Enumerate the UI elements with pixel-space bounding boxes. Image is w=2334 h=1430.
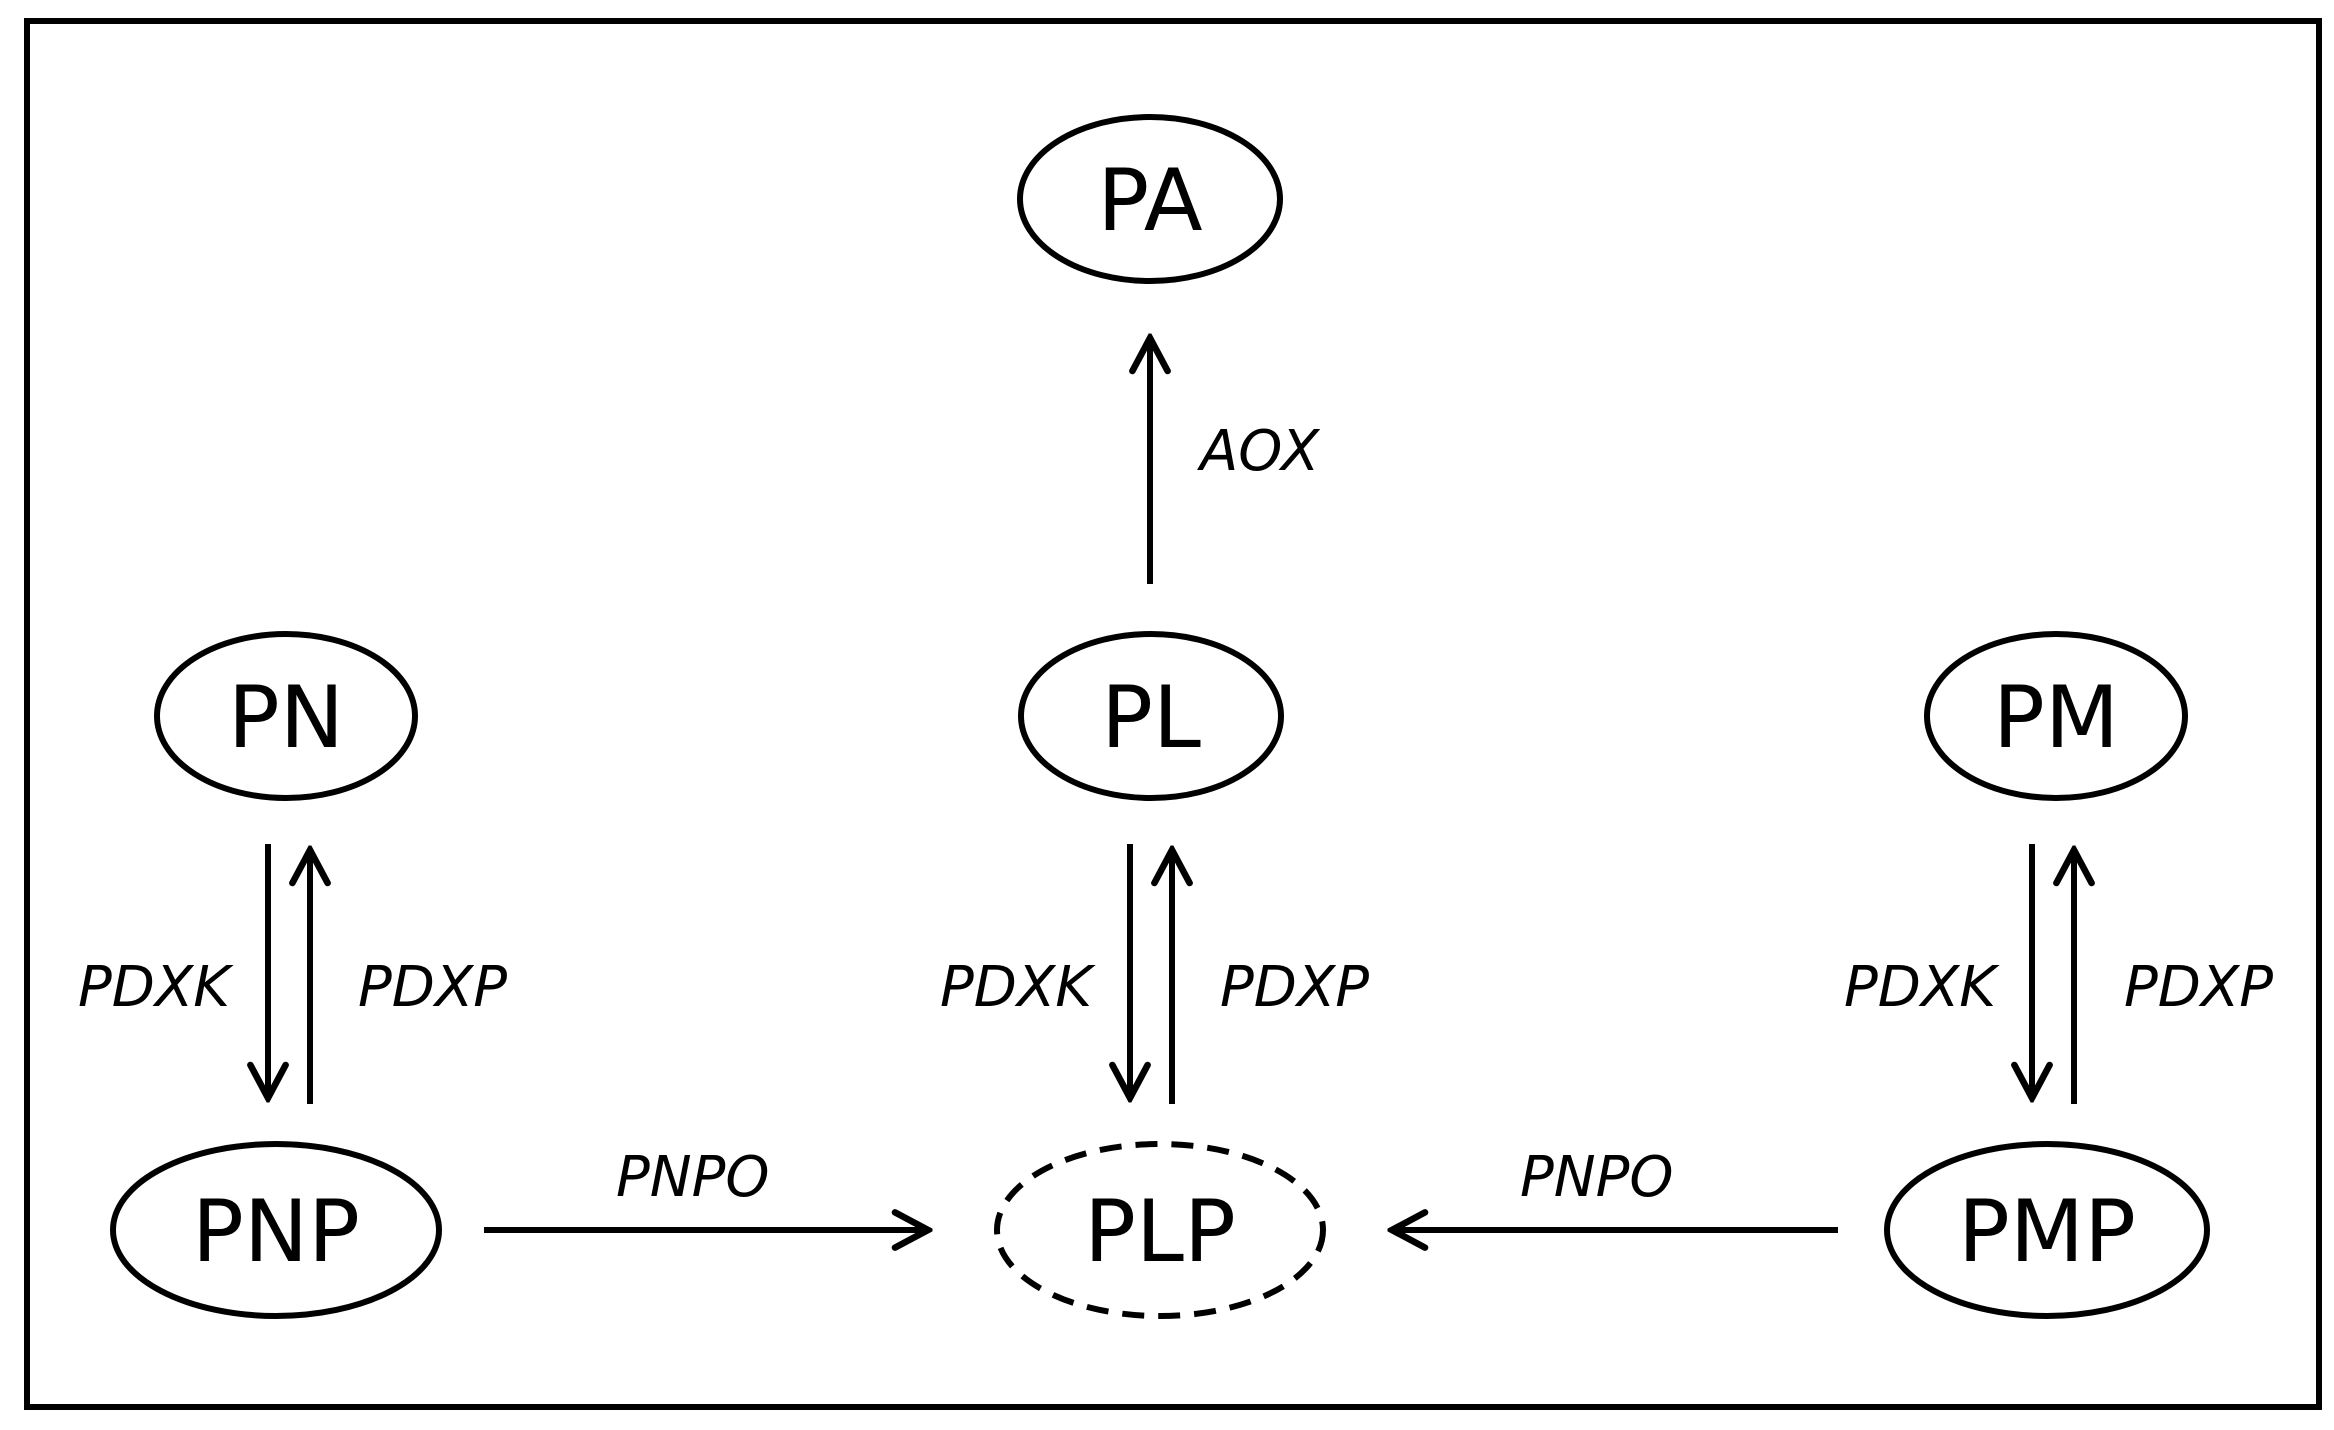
enzyme-label-pm-pdxk: PDXK	[1844, 955, 2000, 1020]
node-pl-label: PL	[1101, 668, 1201, 768]
node-pa-label: PA	[1097, 151, 1202, 251]
node-pm-label: PM	[1993, 668, 2119, 768]
node-pmp: PMP	[1884, 1141, 2210, 1319]
node-pl: PL	[1018, 631, 1284, 801]
enzyme-label-aox: AOX	[1197, 419, 1321, 484]
node-plp: PLP	[994, 1141, 1326, 1319]
enzyme-label-pn-pdxk: PDXK	[78, 955, 234, 1020]
node-pa: PA	[1017, 114, 1283, 284]
node-pa-ellipse	[1017, 114, 1283, 284]
node-pnp: PNP	[110, 1141, 442, 1319]
enzyme-label-pm-pdxp: PDXP	[2124, 955, 2273, 1020]
node-pn-ellipse	[154, 631, 418, 801]
node-pn: PN	[154, 631, 418, 801]
node-pm-ellipse	[1924, 631, 2188, 801]
enzyme-label-pnp-pnpo: PNPO	[616, 1145, 770, 1210]
node-pn-label: PN	[228, 668, 344, 768]
enzyme-label-pn-pdxp: PDXP	[358, 955, 507, 1020]
node-plp-ellipse	[994, 1141, 1326, 1319]
enzyme-label-pl-pdxp: PDXP	[1220, 955, 1369, 1020]
diagram-frame	[24, 18, 2322, 1410]
node-pl-ellipse	[1018, 631, 1284, 801]
node-pnp-label: PNP	[192, 1182, 360, 1282]
enzyme-label-pmp-pnpo: PNPO	[1520, 1145, 1674, 1210]
enzyme-label-pl-pdxk: PDXK	[940, 955, 1096, 1020]
node-pm: PM	[1924, 631, 2188, 801]
node-plp-label: PLP	[1084, 1182, 1236, 1282]
node-pnp-ellipse	[110, 1141, 442, 1319]
node-pmp-label: PMP	[1958, 1182, 2136, 1282]
node-pmp-ellipse	[1884, 1141, 2210, 1319]
